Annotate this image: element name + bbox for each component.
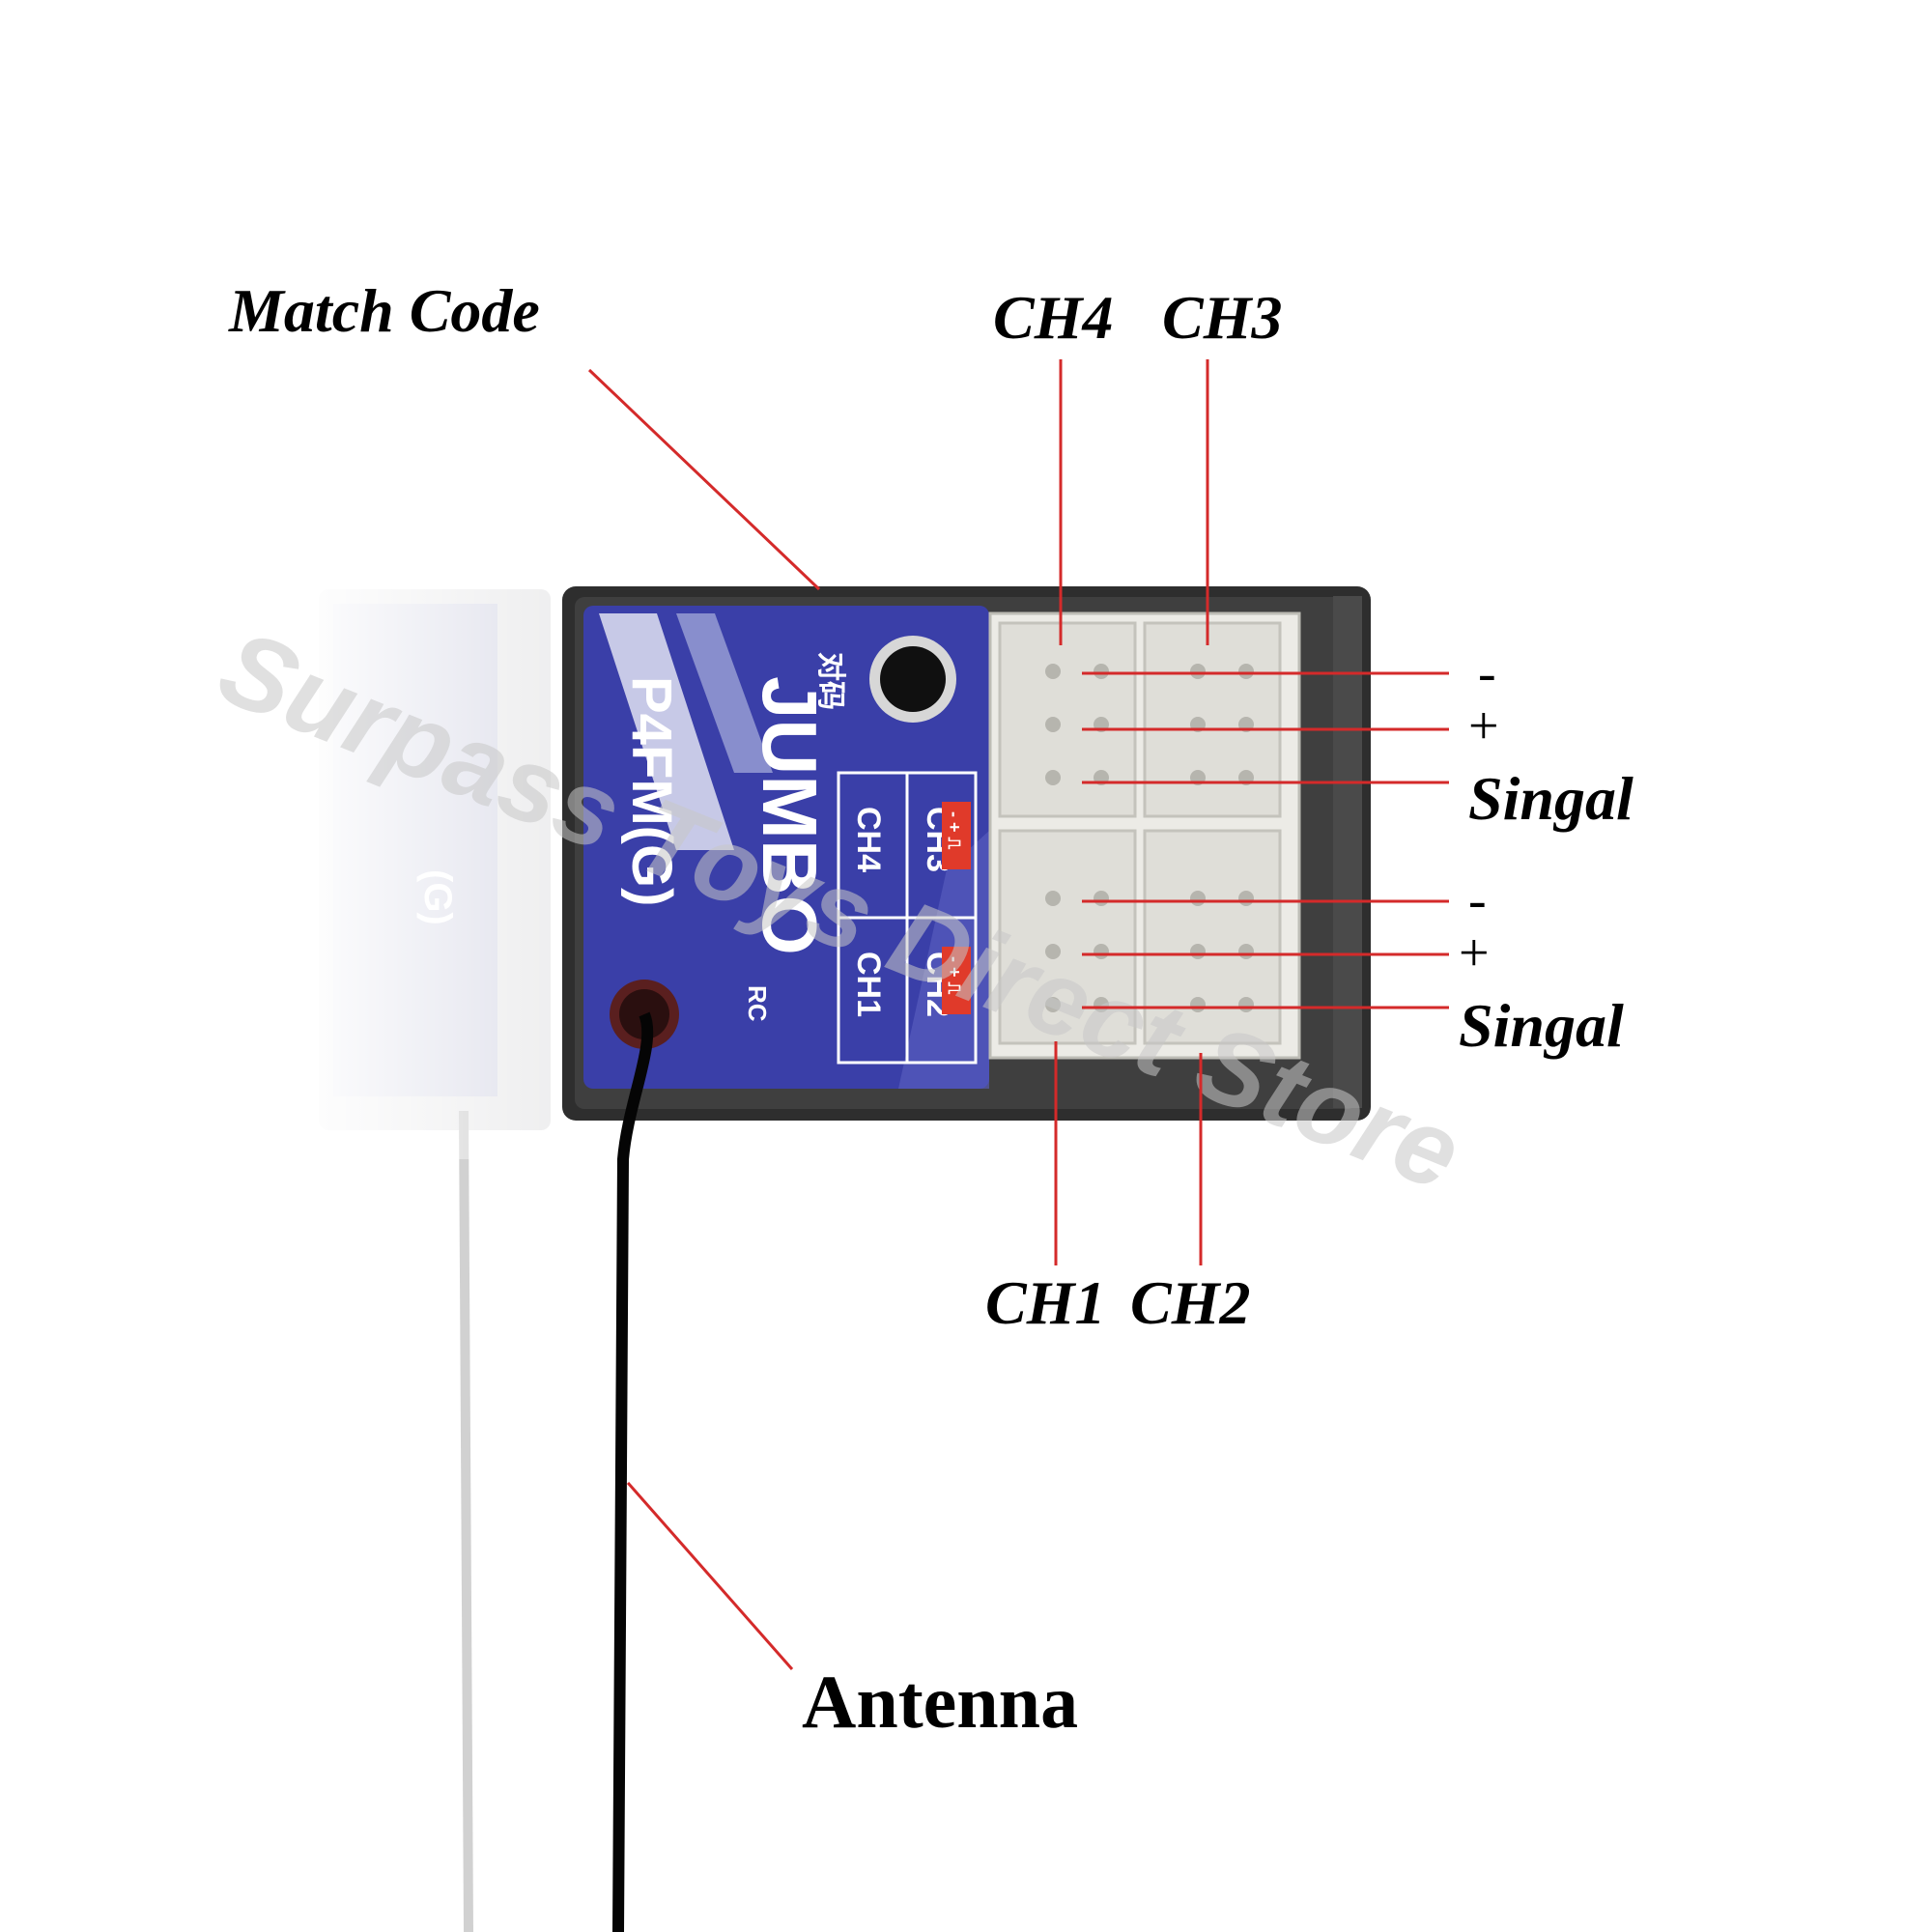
label-match-code: Match Code [228, 276, 540, 345]
sticker-match-chinese: 对码 [814, 652, 846, 710]
polarity-mark-upper: - + ⎍ [945, 811, 964, 850]
label-lower-signal: Singal [1459, 991, 1624, 1060]
receiver-sticker: JUMBO RC P4FM(G) 对码 CH3 CH2 CH4 CH1 - + … [583, 606, 989, 1089]
label-ch2-bottom: CH2 [1130, 1268, 1250, 1337]
label-ch4-top: CH4 [993, 283, 1113, 352]
ghost-fade [290, 580, 580, 1159]
leader-match-code [587, 368, 821, 591]
label-upper-plus: + [1468, 696, 1499, 756]
label-upper-signal: Singal [1468, 764, 1634, 833]
sticker-brand: JUMBO [747, 676, 833, 955]
label-lower-plus: + [1459, 923, 1490, 983]
antenna-wire-icon [610, 980, 679, 1932]
polarity-badge-upper [942, 802, 971, 869]
label-ch3-top: CH3 [1162, 283, 1282, 352]
table-cell-ch1: CH1 [850, 952, 887, 1017]
sticker-brand-suffix: RC [743, 985, 772, 1022]
servo-header [988, 611, 1301, 1060]
label-upper-minus: - [1478, 643, 1496, 703]
polarity-mark-lower: - + ⎍ [945, 956, 964, 995]
label-lower-minus: - [1468, 870, 1487, 930]
label-ch1-bottom: CH1 [985, 1268, 1105, 1337]
sticker-model: P4FM(G) [620, 676, 683, 906]
table-cell-ch4: CH4 [850, 807, 887, 872]
polarity-badge-lower [942, 947, 971, 1014]
label-antenna: Antenna [802, 1660, 1078, 1744]
leader-antenna [626, 1482, 794, 1670]
leader-lines [587, 359, 1449, 1670]
push-button-icon[interactable] [869, 636, 956, 723]
